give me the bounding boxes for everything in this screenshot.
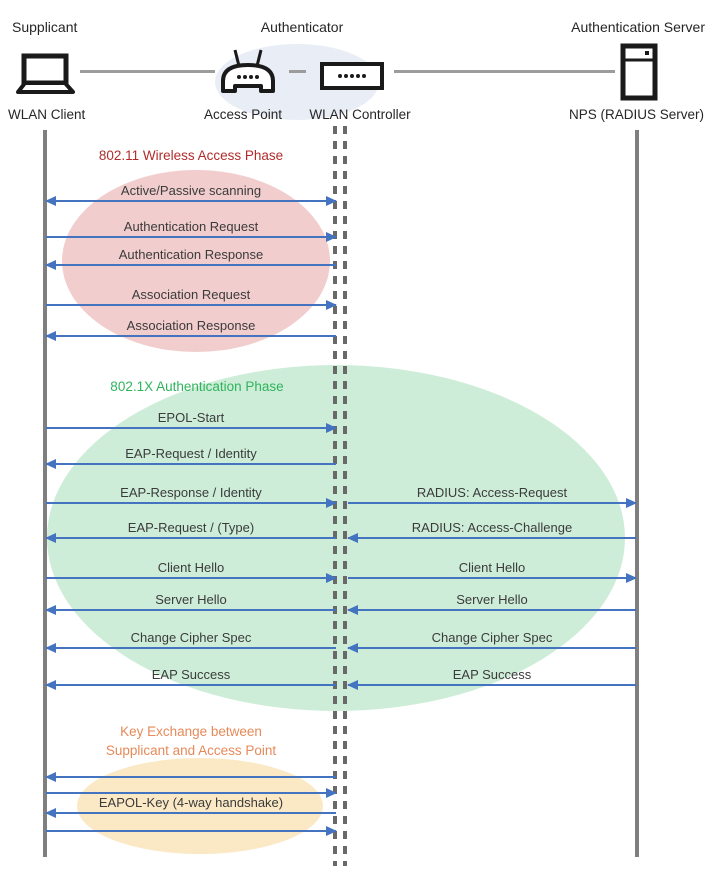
message-label: Active/Passive scanning (120, 183, 262, 198)
message-label: Authentication Request (123, 219, 259, 234)
phase-key-exchange-ellipse (77, 758, 323, 854)
node-label-wlan-controller: WLAN Controller (309, 107, 411, 122)
server-icon (620, 43, 658, 101)
phase-title-key-exchange: Key Exchange between Supplicant and Acce… (105, 724, 277, 758)
phase-title-wireless-access: 802.11 Wireless Access Phase (98, 148, 284, 163)
role-supplicant: Supplicant (12, 19, 78, 35)
message-label: EAP Success (151, 667, 231, 682)
lifeline-wlan-client (43, 130, 47, 857)
message-label: EAP-Response / Identity (120, 485, 262, 500)
message-label: Authentication Response (118, 247, 264, 262)
phase-title-8021x-auth: 802.1X Authentication Phase (110, 379, 284, 394)
message-label: Change Cipher Spec (130, 630, 252, 645)
lifeline-wlan-controller-right (343, 126, 347, 866)
message-label: RADIUS: Access-Request (416, 485, 568, 500)
access-point-icon (221, 49, 275, 93)
message-label: Change Cipher Spec (431, 630, 553, 645)
laptop-icon (16, 53, 75, 94)
message-label: Server Hello (456, 592, 528, 607)
node-label-access-point: Access Point (203, 107, 283, 122)
connector-ap-controller (289, 70, 306, 73)
lifeline-wlan-controller-left (333, 126, 337, 866)
lifeline-radius-server (635, 130, 639, 857)
node-label-wlan-client: WLAN Client (8, 107, 86, 122)
wlan-controller-icon (320, 62, 384, 90)
message-label: EAP-Request / Identity (125, 446, 257, 461)
role-authentication-server: Authentication Server (571, 19, 705, 35)
message-label: Association Response (126, 318, 256, 333)
role-authenticator: Authenticator (260, 19, 344, 35)
message-label: Client Hello (157, 560, 225, 575)
message-label: EAPOL-Key (4-way handshake) (98, 795, 284, 810)
message-label: RADIUS: Access-Challenge (411, 520, 573, 535)
message-label: EAP Success (452, 667, 532, 682)
connector-client-ap (80, 70, 215, 73)
message-label: EPOL-Start (157, 410, 225, 425)
message-label: Association Request (131, 287, 251, 302)
message-label: Client Hello (458, 560, 526, 575)
message-label: Server Hello (155, 592, 227, 607)
connector-controller-server (394, 70, 615, 73)
message-label: EAP-Request / (Type) (127, 520, 255, 535)
node-label-nps-radius-server: NPS (RADIUS Server) (568, 107, 704, 122)
